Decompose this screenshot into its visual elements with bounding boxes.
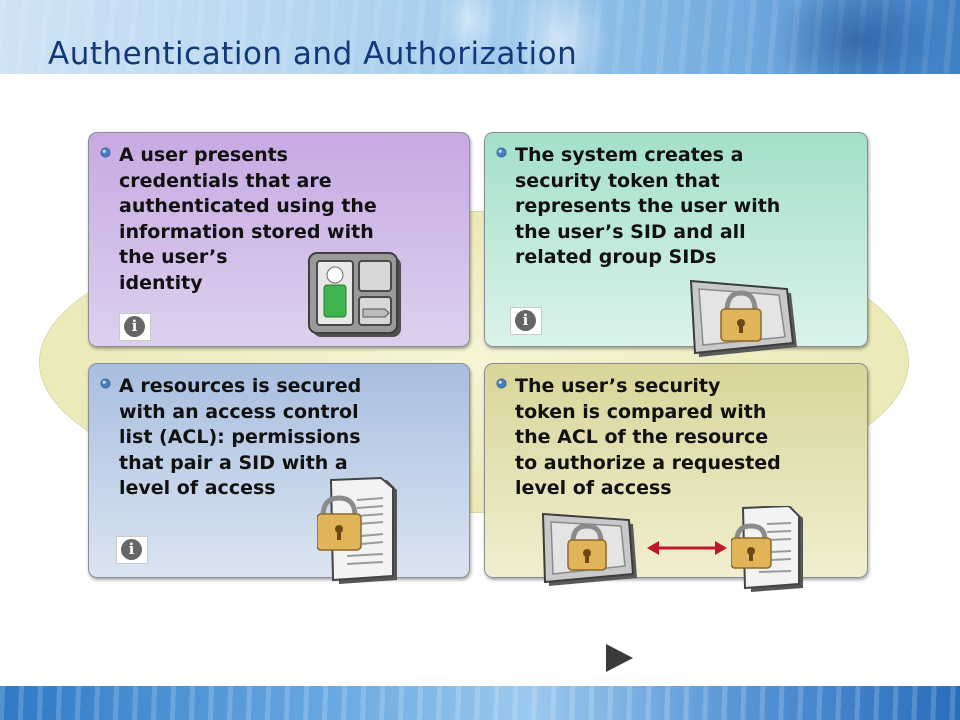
- user-id-card-icon: [308, 252, 401, 337]
- locked-document-icon: [731, 506, 803, 592]
- play-next-icon[interactable]: [606, 644, 633, 672]
- bullet-icon: [100, 378, 111, 389]
- bullet-icon: [496, 147, 507, 158]
- panel-authorization: The user’s security token is compared wi…: [484, 363, 868, 592]
- panel-acl: A resources is secured with an access co…: [88, 363, 470, 584]
- panel-text: The system creates a security token that…: [515, 144, 781, 268]
- security-token-icon: [689, 279, 797, 357]
- double-arrow-icon: [647, 541, 727, 555]
- panel-security-token: The system creates a security token that…: [484, 132, 868, 357]
- info-icon[interactable]: i: [510, 307, 542, 335]
- bullet-icon: [496, 378, 507, 389]
- slide-title: Authentication and Authorization: [48, 36, 578, 72]
- header-band: Authentication and Authorization: [0, 0, 960, 74]
- panel-text: A user presents credentials that are aut…: [119, 144, 377, 294]
- panel-text: A resources is secured with an access co…: [119, 375, 362, 499]
- info-icon[interactable]: i: [116, 536, 148, 564]
- panel-text: The user’s security token is compared wi…: [515, 375, 781, 499]
- panel-authentication: A user presents credentials that are aut…: [88, 132, 470, 347]
- bullet-icon: [100, 147, 111, 158]
- security-token-icon: [541, 512, 637, 586]
- locked-document-icon: [317, 476, 397, 584]
- footer-band: [0, 686, 960, 720]
- info-icon[interactable]: i: [119, 313, 151, 341]
